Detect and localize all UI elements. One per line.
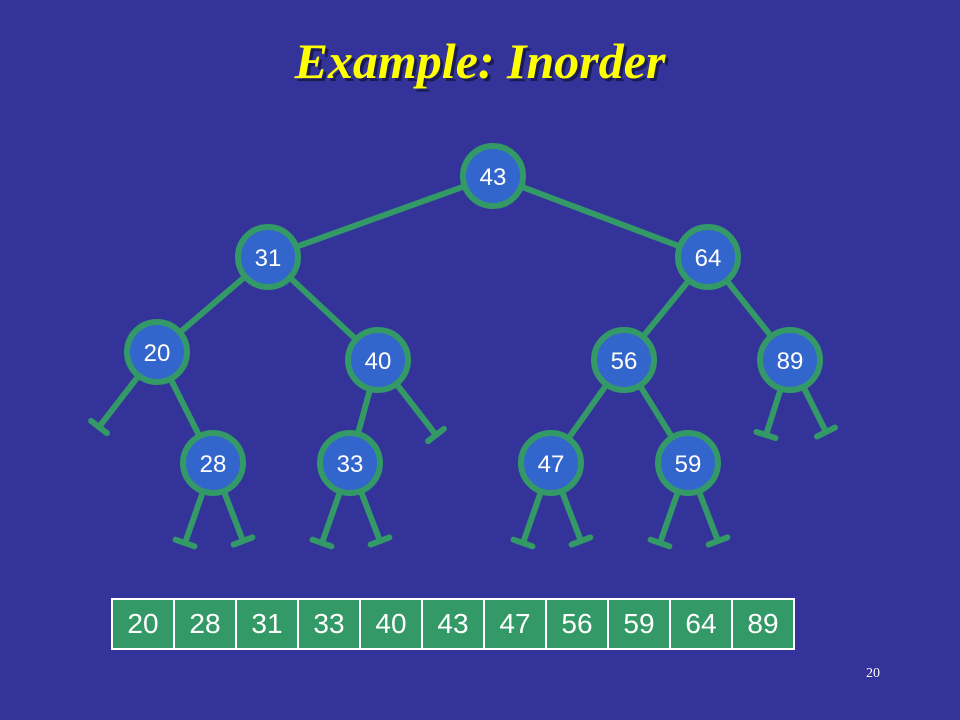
- null-link-89-0: [763, 385, 784, 438]
- tree-node-43: 43: [460, 143, 526, 209]
- tree-node-circle: [235, 224, 301, 290]
- array-cell: 33: [299, 600, 361, 648]
- tree-node-label: 59: [675, 451, 702, 478]
- tree-node-circle: [317, 430, 383, 496]
- array-cell: 20: [113, 600, 175, 648]
- tree-edge-43-31: [293, 183, 468, 250]
- tree-edge-40-33: [354, 385, 374, 438]
- null-link-33-1: [357, 488, 383, 544]
- null-cap-89-1: [814, 424, 838, 440]
- null-cap-89-0: [753, 428, 779, 442]
- tree-node-label: 89: [777, 348, 804, 375]
- tree-edge-56-59: [636, 382, 676, 441]
- null-link-89-1: [800, 383, 829, 435]
- array-cell: 43: [423, 600, 485, 648]
- tree-node-circle: [757, 327, 823, 393]
- tree-node-circle: [345, 327, 411, 393]
- tree-node-circle: [591, 327, 657, 393]
- tree-node-31: 31: [235, 224, 301, 290]
- tree-node-circle: [675, 224, 741, 290]
- null-link-47-1: [558, 488, 584, 544]
- slide-title: Example: Inorder: [294, 33, 666, 89]
- null-cap-33-0: [309, 536, 335, 550]
- null-link-20-0: [96, 372, 142, 430]
- array-cell: 31: [237, 600, 299, 648]
- array-cell: 64: [671, 600, 733, 648]
- null-cap-47-0: [510, 536, 536, 550]
- tree-node-label: 56: [611, 348, 638, 375]
- tree-node-label: 64: [695, 245, 722, 272]
- tree-edge-64-89: [723, 277, 775, 340]
- array-cell: 28: [175, 600, 237, 648]
- tree-node-label: 31: [255, 245, 282, 272]
- array-cell: 47: [485, 600, 547, 648]
- tree-edge-31-40: [286, 274, 360, 343]
- tree-node-40: 40: [345, 327, 411, 393]
- null-cap-28-0: [172, 536, 198, 550]
- tree-node-label: 28: [200, 451, 227, 478]
- array-cell: 59: [609, 600, 671, 648]
- tree-node-label: 47: [538, 451, 565, 478]
- null-link-47-0: [520, 488, 545, 546]
- null-cap-20-0: [88, 417, 110, 437]
- tree-edge-56-47: [565, 381, 610, 442]
- tree-edge-31-20: [176, 273, 249, 336]
- tree-node-label: 20: [144, 340, 171, 367]
- null-cap-40-0: [425, 425, 447, 445]
- binary-search-tree: 43 31 64 20 40 56 89 28 33 47 59: [88, 143, 838, 550]
- null-cap-33-1: [367, 534, 393, 548]
- tree-node-20: 20: [124, 319, 190, 385]
- null-cap-59-0: [647, 536, 673, 550]
- tree-node-label: 40: [365, 348, 392, 375]
- null-cap-59-1: [705, 534, 731, 548]
- tree-node-label: 43: [480, 164, 507, 191]
- null-cap-28-1: [230, 534, 256, 548]
- tree-node-circle: [124, 319, 190, 385]
- null-cap-47-1: [568, 534, 594, 548]
- tree-node-circle: [518, 430, 584, 496]
- tree-node-47: 47: [518, 430, 584, 496]
- tree-edge-64-56: [639, 277, 693, 340]
- tree-node-label: 33: [337, 451, 364, 478]
- array-cell: 56: [547, 600, 609, 648]
- tree-node-64: 64: [675, 224, 741, 290]
- null-link-28-1: [220, 488, 246, 544]
- tree-node-89: 89: [757, 327, 823, 393]
- tree-node-33: 33: [317, 430, 383, 496]
- tree-node-56: 56: [591, 327, 657, 393]
- null-link-59-0: [657, 488, 682, 546]
- tree-node-59: 59: [655, 430, 721, 496]
- tree-node-circle: [180, 430, 246, 496]
- tree-edge-43-64: [518, 183, 683, 250]
- tree-node-28: 28: [180, 430, 246, 496]
- array-cell: 40: [361, 600, 423, 648]
- null-link-59-1: [695, 488, 721, 544]
- tree-node-circle: [655, 430, 721, 496]
- null-link-33-0: [319, 488, 344, 546]
- array-cell: 89: [733, 600, 793, 648]
- page-number: 20: [866, 666, 880, 681]
- tree-node-circle: [460, 143, 526, 209]
- null-link-40-0: [393, 380, 439, 438]
- tree-edge-20-28: [167, 375, 203, 440]
- null-link-28-0: [182, 488, 207, 546]
